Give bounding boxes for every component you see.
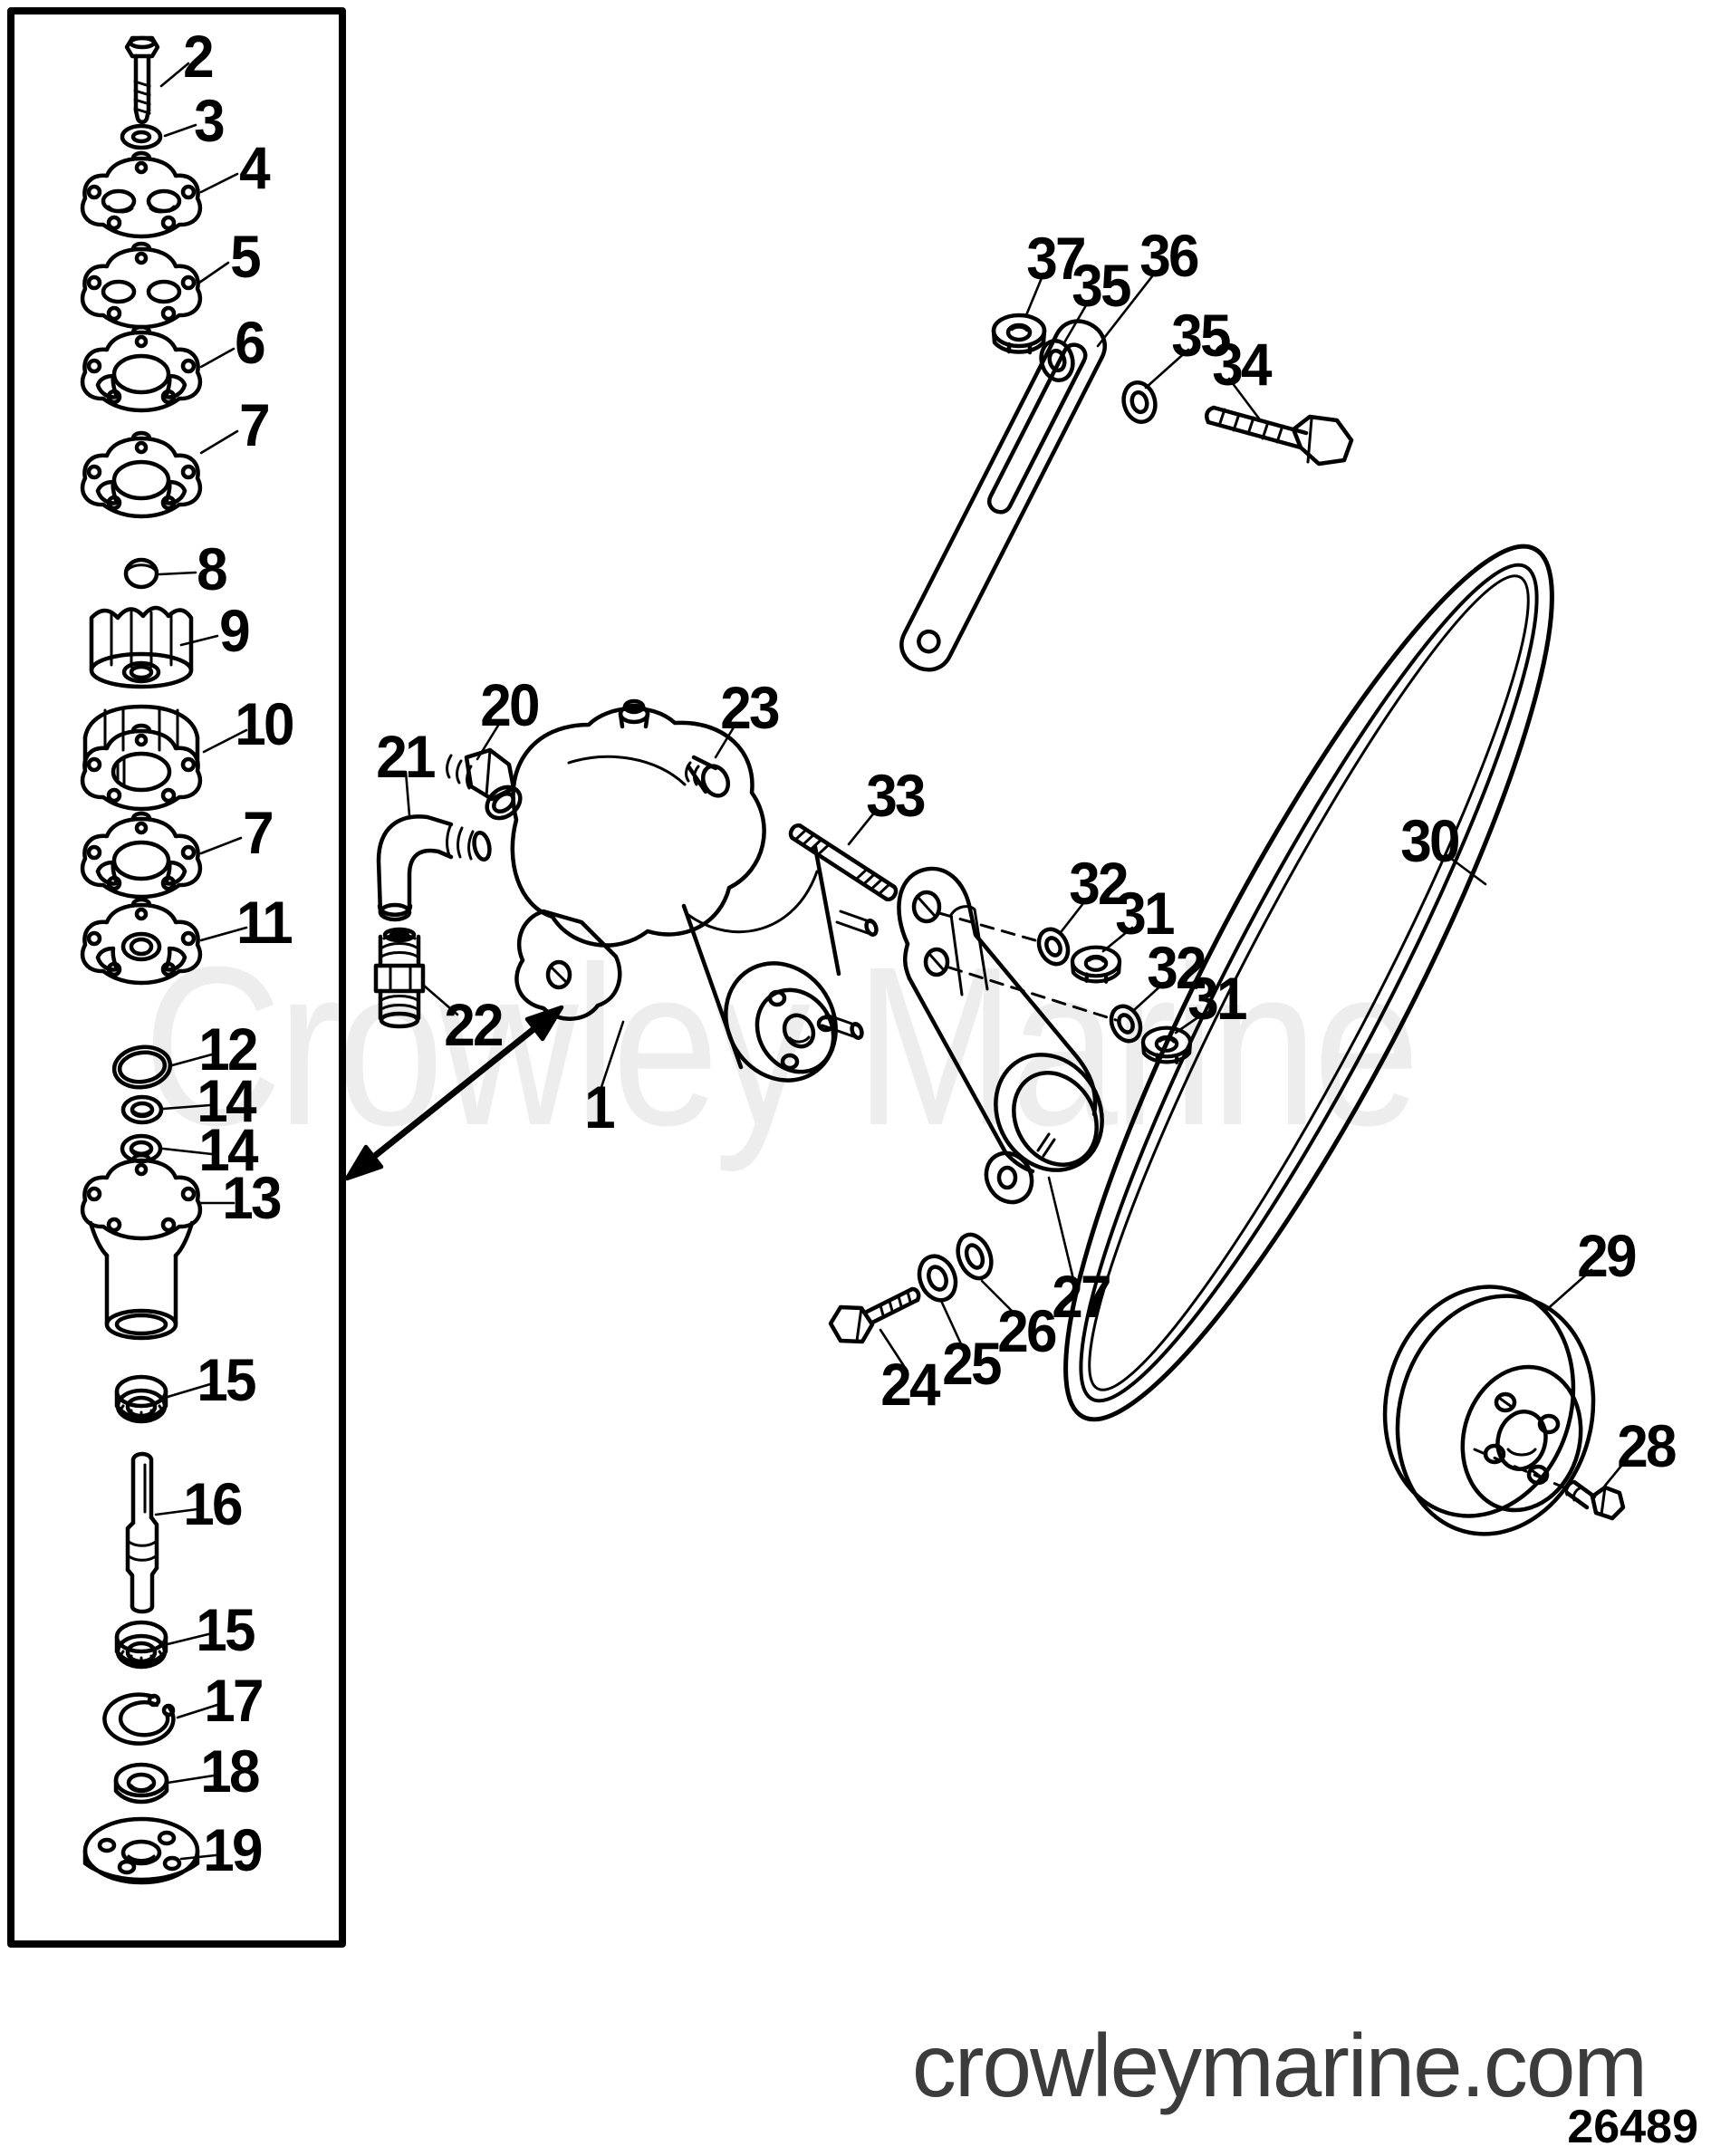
callout-23-24: 23	[720, 674, 780, 741]
callout-24-27: 24	[880, 1351, 940, 1418]
projection-line-lower	[947, 966, 1118, 1022]
callout-5-3: 5	[230, 223, 261, 290]
callout-32-33: 32	[1147, 934, 1206, 1001]
part-16-shaft	[125, 1451, 159, 1614]
part-14-seal-1	[123, 1097, 161, 1122]
document-number: 26489	[1567, 2101, 1698, 2153]
part-25-washer	[917, 1254, 958, 1303]
part-9-impeller	[89, 605, 194, 689]
callout-3-1: 3	[194, 87, 225, 154]
callout-31-34: 31	[1187, 965, 1247, 1032]
part-15-bearing-1	[117, 1377, 166, 1421]
part-7-gasket-2	[82, 813, 200, 897]
part-22-straight-fitting	[373, 927, 426, 1029]
callout-26-29: 26	[997, 1297, 1057, 1364]
callout-2-0: 2	[183, 23, 214, 90]
projection-line-pulley-bolt	[1473, 1448, 1574, 1493]
callout-32-31: 32	[1069, 850, 1129, 917]
part-37-nut	[994, 315, 1044, 352]
part-5-gasket	[82, 244, 200, 327]
part-10-pump-housing	[82, 704, 200, 809]
callout-7-9: 7	[243, 799, 274, 866]
callout-12-11: 12	[198, 1015, 258, 1083]
part-6-plate	[82, 327, 200, 410]
part-20-straight-fitting	[446, 747, 523, 821]
kit-box-outline	[7, 7, 346, 1948]
part-14-seal-2	[122, 1136, 160, 1161]
callout-35-38: 35	[1171, 302, 1231, 369]
part-3-washer	[120, 123, 163, 150]
watermark-text: Crowley Marine	[143, 919, 1420, 1172]
callout-8-6: 8	[197, 535, 227, 602]
callout-17-18: 17	[204, 1667, 264, 1734]
part-17-retaining-ring	[102, 1692, 176, 1746]
callout-28-42: 28	[1617, 1412, 1677, 1479]
callout-34-39: 34	[1212, 331, 1272, 398]
callout-7-5: 7	[239, 391, 270, 458]
part-8-plug	[123, 557, 159, 590]
callout-19-20: 19	[203, 1816, 263, 1883]
part-18-slinger-washer	[113, 1762, 169, 1805]
callout-37-35: 37	[1026, 225, 1086, 292]
part-12-o-ring	[111, 1044, 173, 1090]
part-2-screw	[124, 35, 160, 124]
callout-4-2: 4	[239, 134, 270, 201]
part-7-gasket	[82, 433, 200, 516]
callout-13-14: 13	[222, 1164, 282, 1231]
part-4-cam-plate	[82, 153, 200, 236]
part-34-bolt	[1205, 405, 1354, 467]
callout-6-4: 6	[235, 309, 265, 376]
part-15-bearing-2	[117, 1622, 166, 1667]
part-19-coupling	[82, 1816, 200, 1885]
leader-lines	[154, 62, 1628, 1861]
callout-21-22: 21	[376, 723, 436, 790]
callout-14-13: 14	[198, 1116, 258, 1183]
callout-9-7: 9	[219, 597, 250, 664]
part-23-plug-fitting	[685, 755, 731, 798]
part-35-washer-2	[1120, 379, 1159, 425]
part-29-pulley	[1382, 1285, 1596, 1536]
callout-20-21: 20	[480, 671, 540, 738]
callout-16-16: 16	[183, 1470, 243, 1537]
part-26-washer	[956, 1232, 994, 1281]
callout-25-28: 25	[942, 1330, 1002, 1397]
footer-website: crowleymarine.com	[911, 2016, 1648, 2115]
callout-31-32: 31	[1115, 880, 1175, 947]
callout-27-30: 27	[1052, 1263, 1111, 1330]
part-32-washer-1	[1036, 927, 1071, 967]
callout-36-37: 36	[1139, 222, 1199, 289]
part-28-bolt	[1564, 1479, 1626, 1521]
callout-29-41: 29	[1577, 1222, 1637, 1289]
callout-10-8: 10	[235, 690, 294, 757]
callout-15-17: 15	[196, 1596, 255, 1663]
part-11-wear-plate	[82, 900, 200, 983]
part-31-nut-1	[1072, 948, 1120, 982]
part-32-washer-2	[1109, 1004, 1143, 1044]
callout-22-23: 22	[444, 991, 504, 1058]
callout-18-19: 18	[200, 1737, 260, 1805]
projection-line-upper	[937, 911, 1043, 944]
part-21-elbow-fitting	[376, 814, 492, 922]
callout-11-10: 11	[236, 889, 293, 956]
part-30-drive-belt	[1063, 544, 1554, 1422]
part-36-adjusting-strap	[899, 319, 1107, 672]
callout-30-40: 30	[1400, 807, 1460, 874]
part-1-sea-water-pump	[510, 698, 879, 1083]
part-13-housing-base	[82, 1155, 200, 1341]
callout-14-12: 14	[197, 1067, 256, 1134]
part-33-stud	[788, 823, 899, 901]
callout-1-25: 1	[584, 1073, 615, 1141]
callout-15-15: 15	[197, 1346, 256, 1413]
callout-35-36: 35	[1072, 252, 1131, 319]
part-27-bracket	[897, 866, 1104, 1205]
callout-33-26: 33	[866, 762, 926, 829]
part-24-bolt	[828, 1286, 921, 1344]
